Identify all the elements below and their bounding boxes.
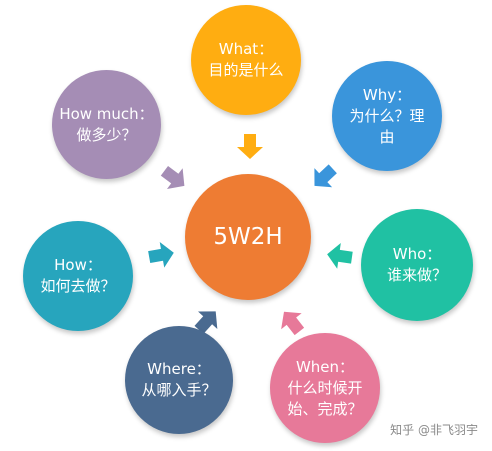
when-description-line1: 什么时候开	[287, 378, 363, 397]
when-title: When：	[295, 357, 355, 376]
how-much-circle: How much： 做多少？	[52, 70, 161, 179]
arrow-when-to-center	[281, 311, 305, 336]
where-title: Where：	[147, 360, 211, 378]
watermark: 知乎 @非飞羽宇	[390, 423, 478, 437]
arrow-how-to-center	[148, 242, 174, 268]
when-circle: When： 什么时候开 始、完成？	[270, 333, 380, 443]
when-description-line2: 始、完成？	[287, 399, 363, 418]
how-much-description: 做多少？	[76, 125, 137, 144]
why-circle: Why： 为什么？理 由	[332, 61, 442, 171]
arrow-what-to-center	[237, 134, 263, 159]
who-description: 谁来做？	[386, 266, 447, 284]
center-label: 5W2H	[213, 223, 283, 250]
where-description: 从哪入手？	[141, 381, 217, 399]
what-title: What：	[218, 40, 274, 58]
arrow-who-to-center	[327, 242, 353, 269]
center-circle-5w2h: 5W2H	[185, 174, 311, 300]
who-circle: Who： 谁来做？	[361, 209, 473, 321]
why-description-line2: 由	[379, 127, 395, 146]
arrow-why-to-center	[314, 164, 337, 188]
arrow-where-to-center	[194, 311, 218, 334]
how-title: How：	[54, 256, 102, 274]
arrow-howmuch-to-center	[160, 165, 185, 189]
why-title: Why：	[362, 85, 412, 104]
why-description-line1: 为什么？理	[349, 106, 425, 125]
what-description: 目的是什么	[208, 61, 284, 79]
how-much-title: How much：	[59, 104, 154, 123]
how-circle: How： 如何去做？	[23, 221, 133, 331]
what-circle: What： 目的是什么	[191, 5, 301, 115]
who-title: Who：	[392, 245, 442, 263]
where-circle: Where： 从哪入手？	[125, 326, 233, 434]
how-description: 如何去做？	[40, 277, 116, 295]
